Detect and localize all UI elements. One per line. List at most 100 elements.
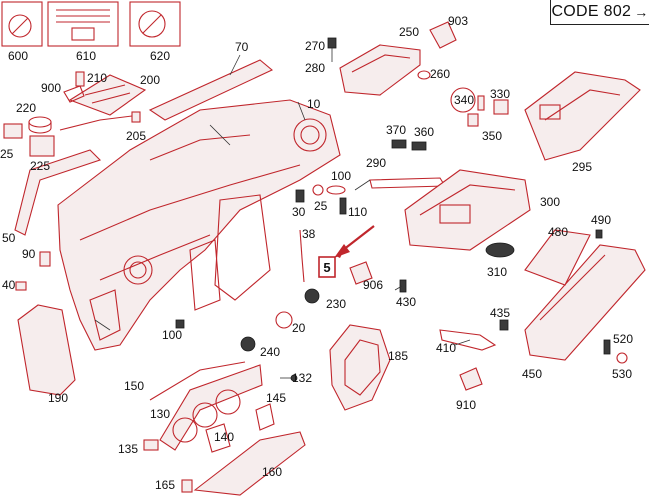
knob-310[interactable] <box>485 242 515 258</box>
part-number[interactable]: 450 <box>522 367 542 381</box>
part-number[interactable]: 230 <box>326 297 346 311</box>
part-number-5-highlight[interactable]: 5 <box>318 256 336 278</box>
part-100-top[interactable] <box>326 185 346 195</box>
part-number[interactable]: 145 <box>266 391 286 405</box>
part-number[interactable]: 100 <box>331 169 351 183</box>
part-520[interactable] <box>603 339 611 355</box>
part-number[interactable]: 30 <box>292 205 306 219</box>
part-410[interactable] <box>439 329 497 351</box>
part-number[interactable]: 50 <box>2 231 16 245</box>
part-number[interactable]: 130 <box>150 407 170 421</box>
defroster-vent[interactable] <box>68 74 147 116</box>
part-number[interactable]: 340 <box>454 93 474 107</box>
part-number[interactable]: 240 <box>260 345 280 359</box>
part-225[interactable] <box>29 135 55 157</box>
part-number[interactable]: 132 <box>292 371 312 385</box>
part-900[interactable] <box>63 85 85 103</box>
part-number[interactable]: 25 <box>0 147 14 161</box>
part-number[interactable]: 185 <box>388 349 408 363</box>
label-sticker-600[interactable] <box>1 1 43 47</box>
part-number[interactable]: 900 <box>41 81 61 95</box>
bracket-90[interactable] <box>39 251 51 267</box>
part-number[interactable]: 20 <box>292 321 306 335</box>
part-number[interactable]: 480 <box>548 225 568 239</box>
part-165[interactable] <box>181 479 193 493</box>
part-25-clip[interactable] <box>312 184 324 196</box>
part-number[interactable]: 135 <box>118 442 138 456</box>
label-sticker-620[interactable] <box>129 1 181 47</box>
glovebox-assembly[interactable] <box>404 169 531 251</box>
part-number[interactable]: 90 <box>22 247 36 261</box>
part-number[interactable]: 220 <box>16 101 36 115</box>
dash-top-trim[interactable] <box>148 59 274 121</box>
part-number[interactable]: 260 <box>430 67 450 81</box>
part-210[interactable] <box>75 71 85 87</box>
part-205[interactable] <box>131 111 141 123</box>
part-number[interactable]: 190 <box>48 391 68 405</box>
part-number[interactable]: 290 <box>366 156 386 170</box>
part-number[interactable]: 430 <box>396 295 416 309</box>
cover-250[interactable] <box>339 44 421 96</box>
part-220[interactable] <box>3 116 52 139</box>
switch-370[interactable] <box>391 139 407 149</box>
bezel-160[interactable] <box>193 431 306 496</box>
bulb-340[interactable] <box>450 87 485 113</box>
part-number[interactable]: 410 <box>436 341 456 355</box>
part-100-left[interactable] <box>175 319 185 329</box>
part-number[interactable]: 110 <box>348 205 367 219</box>
part-number[interactable]: 150 <box>124 379 144 393</box>
part-number[interactable]: 530 <box>612 367 632 381</box>
part-number[interactable]: 310 <box>487 265 507 279</box>
part-number[interactable]: 160 <box>262 465 282 479</box>
seal-strip[interactable] <box>59 114 141 131</box>
dashboard-carrier[interactable] <box>57 99 341 351</box>
grommet-260[interactable] <box>417 70 431 80</box>
glovebox-bin-480[interactable] <box>524 229 591 286</box>
cluster-surround-185[interactable] <box>329 324 391 411</box>
part-number[interactable]: 25 <box>314 199 328 213</box>
part-140[interactable] <box>205 423 231 453</box>
part-310[interactable] <box>369 177 446 189</box>
socket-330[interactable] <box>493 99 509 115</box>
part-20[interactable] <box>275 311 293 329</box>
glovebox-door[interactable] <box>524 244 646 361</box>
switch-360[interactable] <box>411 141 427 151</box>
part-number[interactable]: 40 <box>2 278 16 292</box>
part-145[interactable] <box>255 403 275 431</box>
part-903[interactable] <box>429 21 457 49</box>
part-number[interactable]: 490 <box>591 213 611 227</box>
part-30-clip[interactable] <box>295 189 305 203</box>
part-number[interactable]: 250 <box>399 25 419 39</box>
part-number[interactable]: 370 <box>386 123 406 137</box>
part-132[interactable] <box>280 374 298 382</box>
knob-230[interactable] <box>304 288 320 304</box>
part-number[interactable]: 620 <box>150 49 170 63</box>
part-number[interactable]: 140 <box>214 430 234 444</box>
part-number[interactable]: 225 <box>30 159 50 173</box>
part-number[interactable]: 600 <box>8 49 28 63</box>
part-number[interactable]: 280 <box>305 61 325 75</box>
part-number[interactable]: 270 <box>305 39 325 53</box>
vent-bracket-906[interactable] <box>349 261 373 285</box>
part-number[interactable]: 300 <box>540 195 560 209</box>
part-530[interactable] <box>616 352 628 364</box>
side-panel-left[interactable] <box>14 149 102 236</box>
part-number[interactable]: 610 <box>76 49 96 63</box>
part-number[interactable]: 295 <box>572 160 592 174</box>
part-number[interactable]: 100 <box>162 328 182 342</box>
part-number[interactable]: 350 <box>482 129 502 143</box>
side-trim-190[interactable] <box>17 304 76 396</box>
part-number[interactable]: 205 <box>126 129 146 143</box>
part-350[interactable] <box>467 113 479 127</box>
part-number[interactable]: 903 <box>448 14 468 28</box>
part-number[interactable]: 910 <box>456 398 476 412</box>
lower-panel-295[interactable] <box>524 71 641 161</box>
screw-490[interactable] <box>595 229 603 239</box>
part-135[interactable] <box>143 439 159 451</box>
part-240[interactable] <box>240 336 256 352</box>
part-40-left[interactable] <box>15 281 27 291</box>
cluster-lens-150[interactable] <box>149 361 246 401</box>
part-number[interactable]: 70 <box>235 40 249 54</box>
part-number[interactable]: 360 <box>414 125 434 139</box>
part-number[interactable]: 200 <box>140 73 160 87</box>
